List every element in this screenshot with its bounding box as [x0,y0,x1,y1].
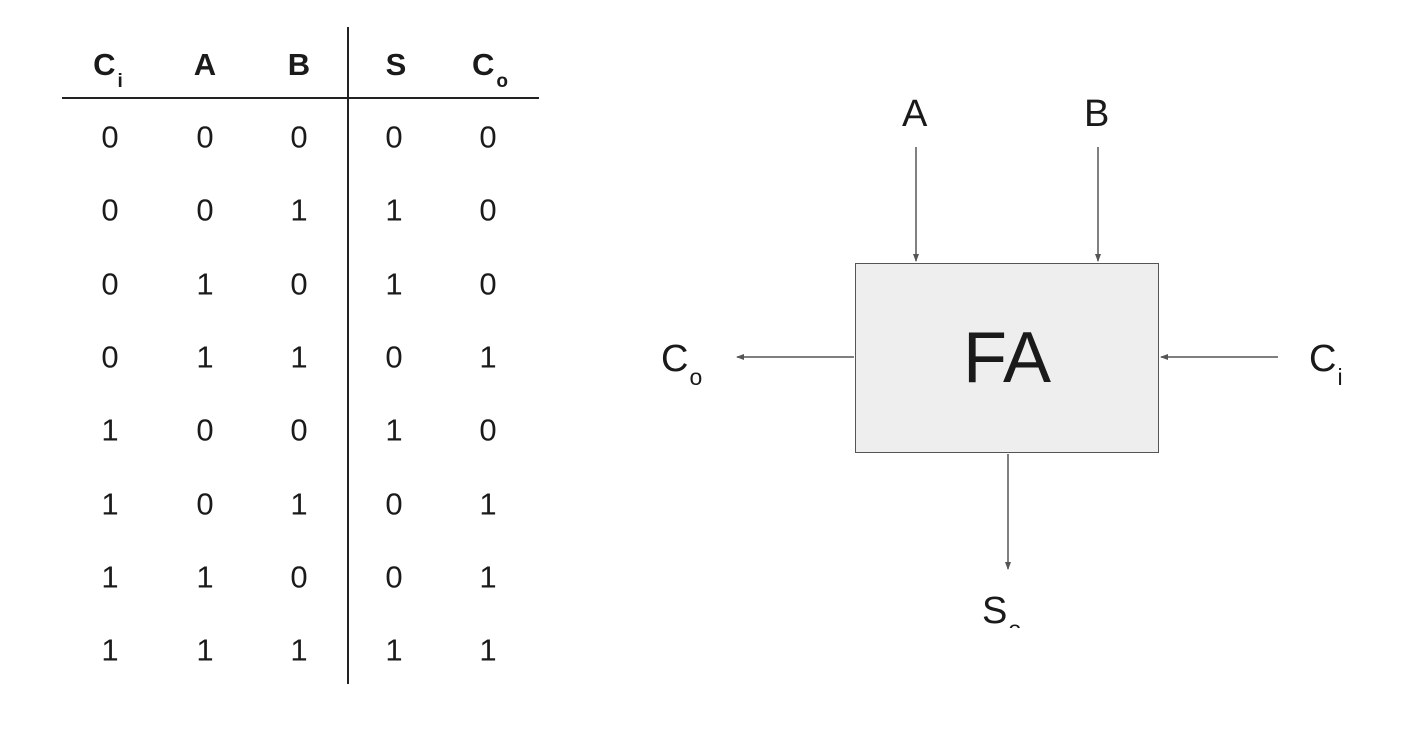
cell-a: 0 [196,192,214,228]
input-output-divider [347,27,349,684]
cell-s: 1 [385,632,403,668]
cell-b: 1 [290,339,308,375]
cell-a: 1 [196,559,214,595]
cell-ci: 0 [101,192,119,228]
cell-b: 0 [290,266,308,302]
cell-ci: 1 [101,486,119,521]
cell-a: 1 [196,632,214,668]
cell-b: 0 [290,119,308,155]
input-label-ci: Ci [1309,338,1343,390]
column-header-a: A [193,47,217,82]
input-label-a: A [902,93,928,135]
cell-a: 0 [196,412,214,448]
cell-ci: 1 [101,559,119,595]
cell-co: 1 [479,632,497,668]
cell-co: 1 [479,339,497,375]
cell-co: 1 [479,559,497,595]
cell-s: 1 [385,266,403,302]
cell-a: 0 [196,486,214,521]
header-rule [62,97,539,99]
column-header-s: S [385,47,407,82]
full-adder-label: FA [962,318,1052,398]
cell-b: 0 [290,412,308,448]
output-label-so: So [982,592,1021,628]
cell-s: 0 [385,119,403,155]
cell-b: 1 [290,632,308,668]
cell-co: 0 [479,192,497,228]
cell-ci: 1 [101,632,119,668]
cell-ci: 1 [101,412,119,448]
cell-a: 1 [196,266,214,302]
cell-s: 1 [385,412,403,448]
cell-ci: 0 [101,339,119,375]
cell-b: 1 [290,192,308,228]
cell-s: 0 [385,559,403,595]
cell-a: 0 [196,119,214,155]
cell-ci: 0 [101,119,119,155]
cell-co: 0 [479,266,497,302]
cell-s: 0 [385,486,403,521]
cell-co: 1 [479,486,497,521]
cell-co: 0 [479,412,497,448]
column-header-b: B [287,47,311,82]
cell-a: 1 [196,339,214,375]
cell-co: 0 [479,119,497,155]
cell-b: 0 [290,559,308,595]
cell-b: 1 [290,486,308,521]
cell-s: 1 [385,192,403,228]
output-label-co: Co [661,338,703,390]
cell-s: 0 [385,339,403,375]
input-label-b: B [1084,93,1110,135]
full-adder-block: FA [855,263,1159,453]
cell-ci: 0 [101,266,119,302]
